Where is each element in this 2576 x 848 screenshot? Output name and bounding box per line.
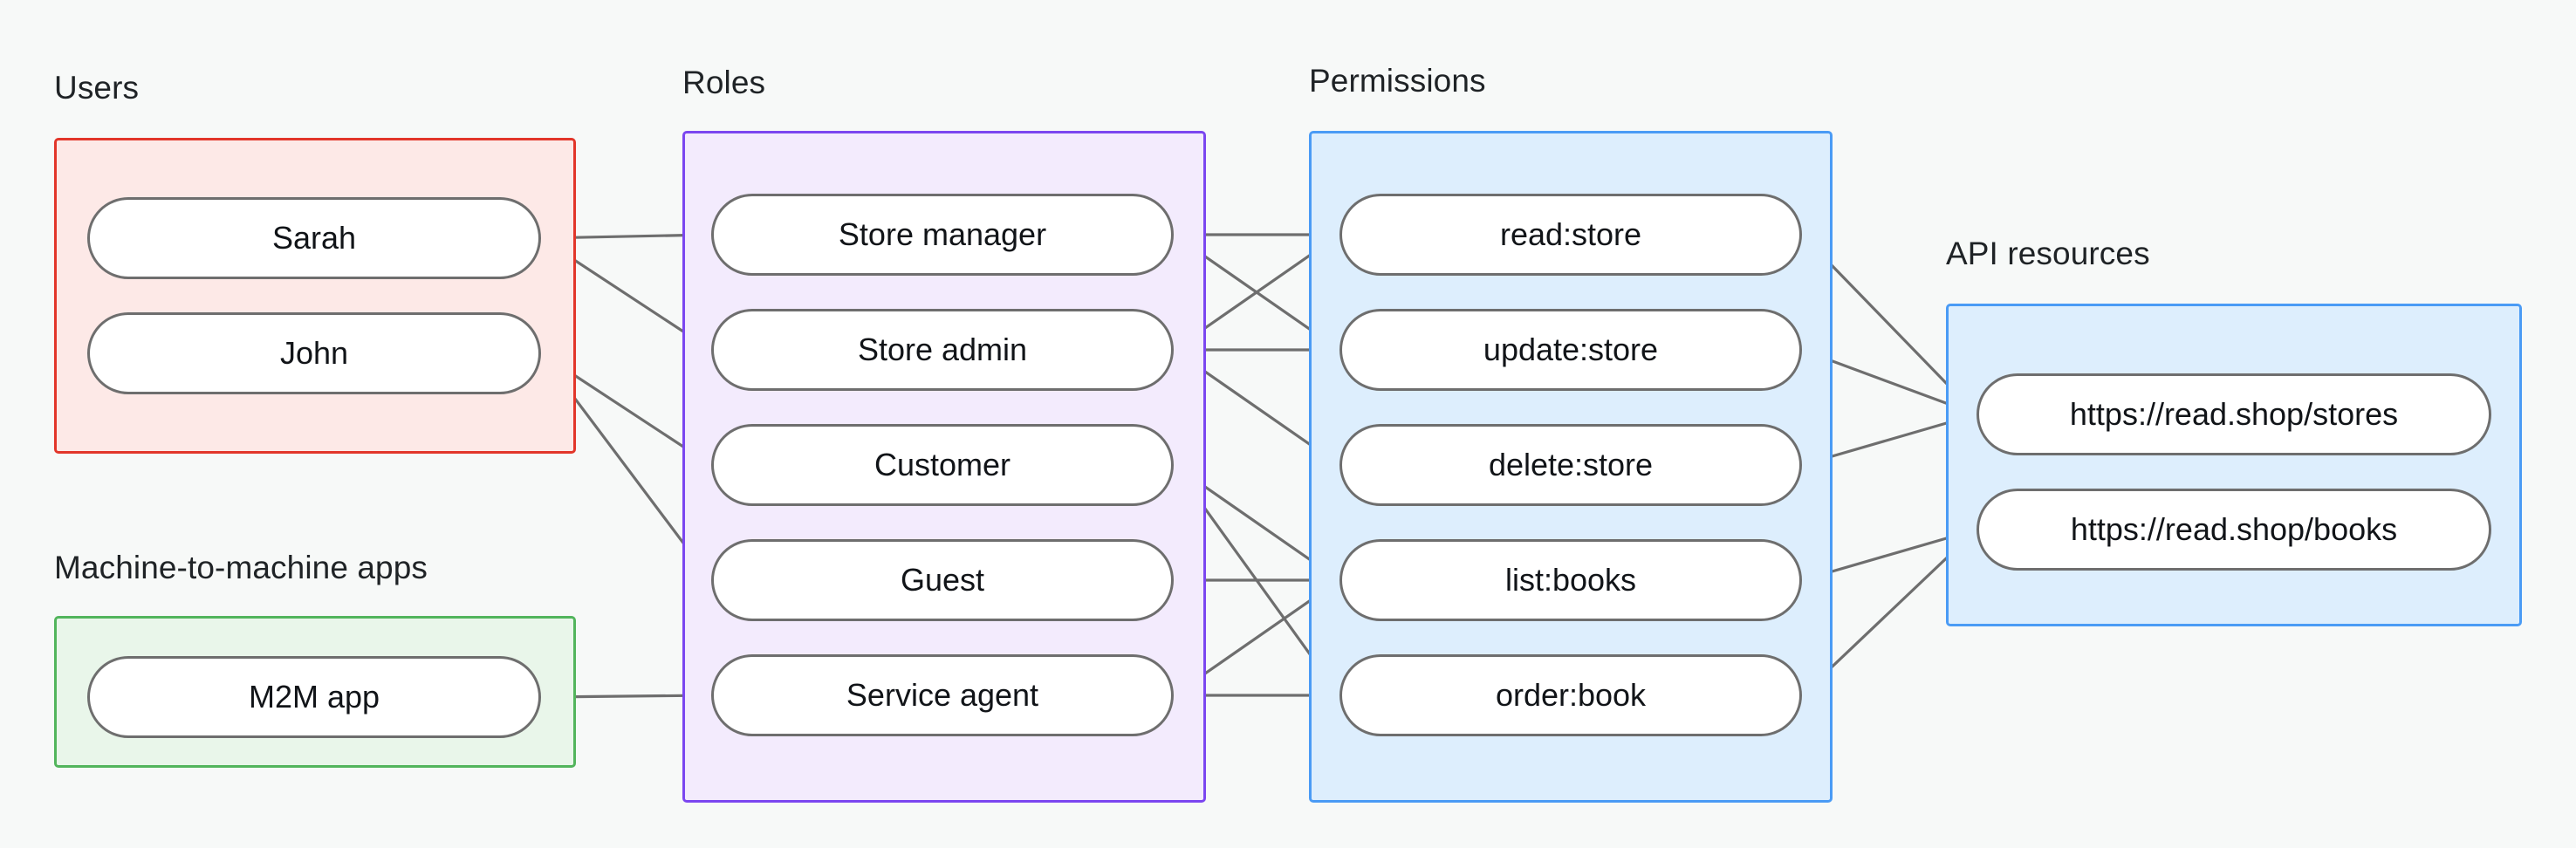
node-label-read-store: read:store bbox=[1499, 216, 1642, 252]
group-label-m2m: Machine-to-machine apps bbox=[54, 550, 428, 585]
group-label-users: Users bbox=[54, 70, 140, 106]
node-res-stores[interactable]: https://read.shop/stores bbox=[1977, 373, 2491, 455]
node-label-service-agent: Service agent bbox=[846, 677, 1039, 713]
node-label-guest: Guest bbox=[900, 562, 985, 598]
group-label-roles: Roles bbox=[682, 65, 766, 100]
node-m2m-app[interactable]: M2M app bbox=[87, 656, 541, 738]
node-label-list-books: list:books bbox=[1504, 562, 1637, 598]
node-label-store-admin: Store admin bbox=[857, 332, 1028, 367]
node-read-store[interactable]: read:store bbox=[1339, 194, 1802, 276]
node-store-manager[interactable]: Store manager bbox=[711, 194, 1174, 276]
node-label-john: John bbox=[279, 335, 349, 371]
node-label-res-books: https://read.shop/books bbox=[2070, 511, 2398, 547]
node-sarah[interactable]: Sarah bbox=[87, 197, 541, 279]
node-customer[interactable]: Customer bbox=[711, 424, 1174, 506]
node-res-books[interactable]: https://read.shop/books bbox=[1977, 489, 2491, 571]
group-box-users bbox=[54, 138, 576, 454]
node-label-delete-store: delete:store bbox=[1488, 447, 1654, 482]
node-update-store[interactable]: update:store bbox=[1339, 309, 1802, 391]
node-label-m2m-app: M2M app bbox=[248, 679, 380, 715]
node-order-book[interactable]: order:book bbox=[1339, 654, 1802, 736]
node-label-update-store: update:store bbox=[1483, 332, 1659, 367]
group-box-api-resources bbox=[1946, 304, 2522, 626]
node-label-order-book: order:book bbox=[1495, 677, 1647, 713]
node-john[interactable]: John bbox=[87, 312, 541, 394]
group-label-api-resources: API resources bbox=[1946, 236, 2150, 271]
node-delete-store[interactable]: delete:store bbox=[1339, 424, 1802, 506]
node-label-store-manager: Store manager bbox=[838, 216, 1047, 252]
group-label-permissions: Permissions bbox=[1309, 63, 1486, 99]
node-store-admin[interactable]: Store admin bbox=[711, 309, 1174, 391]
node-service-agent[interactable]: Service agent bbox=[711, 654, 1174, 736]
node-label-res-stores: https://read.shop/stores bbox=[2069, 396, 2399, 432]
node-list-books[interactable]: list:books bbox=[1339, 539, 1802, 621]
node-label-customer: Customer bbox=[874, 447, 1011, 482]
node-label-sarah: Sarah bbox=[271, 220, 357, 256]
node-guest[interactable]: Guest bbox=[711, 539, 1174, 621]
